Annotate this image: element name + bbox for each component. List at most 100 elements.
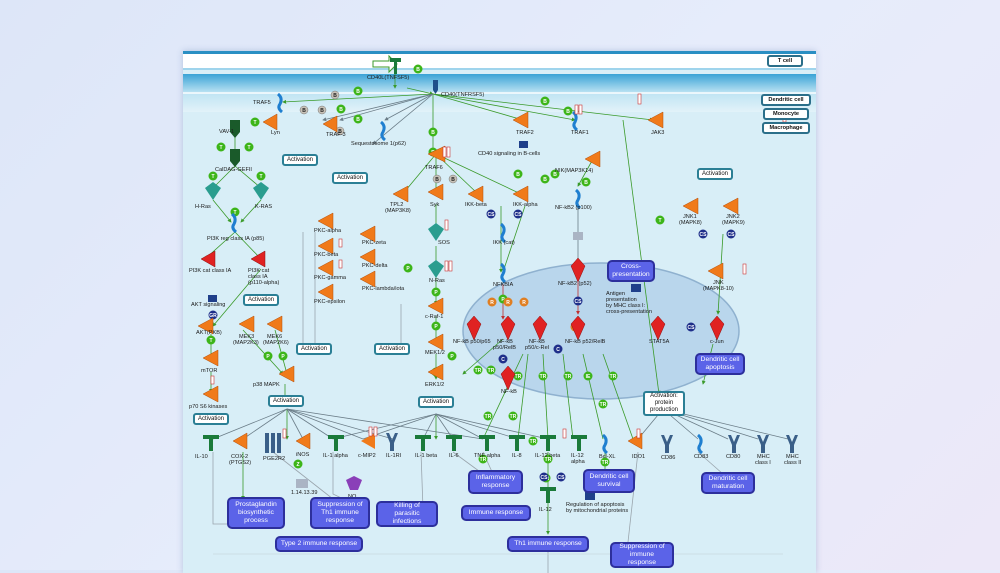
nfkb1-icon [466, 315, 482, 341]
sos-icon [428, 223, 444, 241]
outcome-dc-survival[interactable]: Dendritic cell survival [583, 469, 635, 493]
legend-macrophage: Macrophage [762, 122, 810, 134]
pkc-delta-icon [359, 248, 376, 266]
svg-text:CS: CS [488, 212, 496, 218]
svg-text:T: T [247, 145, 250, 151]
svg-text:MHC: MHC [757, 454, 770, 460]
inos-icon [295, 432, 311, 450]
svg-text:CD40(TNFRSF5): CD40(TNFRSF5) [441, 92, 484, 98]
svg-text:T: T [209, 338, 212, 344]
svg-text:CS: CS [700, 232, 708, 238]
outcome-suppression-th1[interactable]: Suppression of Th1 immune response [310, 497, 370, 529]
mtor-icon [202, 349, 219, 367]
svg-text:CS: CS [515, 212, 523, 218]
svg-text:B: B [333, 93, 337, 99]
svg-text:P: P [501, 297, 505, 303]
svg-text:SOS: SOS [438, 240, 450, 246]
p38-icon [278, 365, 295, 383]
svg-text:TRAF2: TRAF2 [516, 130, 534, 136]
svg-text:P: P [266, 354, 270, 360]
svg-text:(MAP3K8): (MAP3K8) [385, 208, 411, 214]
il10-icon [203, 435, 219, 451]
mek3-icon [238, 315, 255, 333]
outcome-dc-maturation[interactable]: Dendritic cell maturation [701, 472, 755, 494]
svg-text:Antigen: Antigen [606, 291, 625, 297]
outcome-type2[interactable]: Type 2 immune response [275, 536, 363, 552]
t-cell-band [183, 54, 816, 68]
il12-icon [540, 487, 556, 503]
il1b-icon [415, 435, 431, 451]
svg-text:NF-kB: NF-kB [529, 339, 545, 345]
outcome-killing[interactable]: Killing of parasitic infections [376, 501, 438, 527]
svg-text:B: B [543, 99, 547, 105]
svg-text:NFKBIA: NFKBIA [493, 282, 513, 288]
svg-text:TRAF6: TRAF6 [425, 165, 443, 171]
svg-text:TRAF-3: TRAF-3 [326, 132, 346, 138]
svg-text:class I: class I [755, 460, 771, 466]
jnk1-icon [682, 197, 699, 215]
svg-text:CS: CS [541, 475, 549, 481]
kras-icon [253, 182, 269, 200]
svg-text:IKK (cat): IKK (cat) [493, 240, 515, 246]
activation-box: Activation [193, 413, 229, 425]
svg-text:(MAPK9): (MAPK9) [722, 220, 745, 226]
cd83-icon [696, 433, 703, 455]
il12b-icon [540, 435, 556, 451]
svg-text:mTOR: mTOR [201, 368, 217, 374]
traf3-icon [322, 115, 338, 133]
svg-text:PI3K cat: PI3K cat [248, 268, 270, 274]
svg-text:B: B [356, 117, 360, 123]
svg-text:B: B [431, 130, 435, 136]
svg-text:TRAF5: TRAF5 [253, 100, 271, 106]
svg-text:by MHC class I:: by MHC class I: [606, 303, 646, 309]
outcome-inflammatory[interactable]: Inflammatory response [468, 470, 523, 494]
svg-text:CD40L(TNFSF5): CD40L(TNFSF5) [367, 75, 409, 81]
svg-text:IL-12 beta: IL-12 beta [535, 453, 561, 459]
pge-icon [265, 433, 281, 453]
il1ri-icon [386, 433, 398, 451]
svg-text:PKC-alpha: PKC-alpha [314, 228, 342, 234]
svg-text:by mitochondrial proteins: by mitochondrial proteins [566, 508, 628, 514]
outcome-prostaglandin[interactable]: Prostaglandin biosynthetic process [227, 497, 285, 529]
outcome-cross-presentation[interactable]: Cross-presentation [607, 260, 655, 282]
activation-protein-production: Activation: protein production [643, 391, 685, 416]
svg-text:JNK2: JNK2 [726, 214, 740, 220]
antigen-icon [631, 284, 641, 292]
outcome-dc-apoptosis[interactable]: Dendritic cell apoptosis [695, 353, 745, 375]
pi3kreg-icon [230, 212, 237, 234]
outcome-suppression-immune[interactable]: Suppression of immune response [610, 542, 674, 568]
svg-text:p38 MAPK: p38 MAPK [253, 382, 280, 388]
akt-sig-icon [208, 295, 217, 302]
apop-icon [585, 492, 595, 500]
node-labels: CD40L(TNFSF5) CD40(TNFRSF5) TRAF5 Lyn TR… [189, 75, 802, 514]
outcome-immune[interactable]: Immune response [461, 505, 531, 521]
svg-text:PKC-delta: PKC-delta [362, 263, 388, 269]
mhc1-icon [757, 435, 769, 453]
outcome-th1[interactable]: Th1 immune response [507, 536, 589, 552]
cd40l-receptor-icon [390, 58, 401, 74]
svg-text:P: P [406, 266, 410, 272]
svg-text:cross-presentation: cross-presentation [606, 309, 652, 315]
svg-text:TR: TR [480, 457, 487, 463]
cd86-icon [661, 435, 673, 453]
svg-text:CD80: CD80 [726, 454, 740, 460]
pkc-epsilon-icon [317, 283, 334, 301]
svg-text:IE: IE [586, 374, 591, 380]
cd40-receptor-icon [433, 80, 438, 94]
no-icon [346, 476, 362, 490]
svg-text:PI3K reg class IA (p85): PI3K reg class IA (p85) [207, 236, 264, 242]
svg-text:MEK6: MEK6 [267, 334, 282, 340]
svg-text:B: B [543, 177, 547, 183]
p100-proc-icon [573, 232, 583, 240]
bclxl-icon [601, 433, 608, 455]
svg-text:N-Ras: N-Ras [429, 278, 445, 284]
svg-text:PKC-zeta: PKC-zeta [362, 240, 387, 246]
mek6-icon [266, 315, 283, 333]
svg-text:(MAPK8-10): (MAPK8-10) [703, 286, 734, 292]
svg-text:NF-kB2 (p52): NF-kB2 (p52) [558, 281, 592, 287]
svg-text:c-Raf-1: c-Raf-1 [425, 314, 443, 320]
akt-icon [197, 317, 214, 335]
svg-text:NIK(MAP3K14): NIK(MAP3K14) [555, 168, 593, 174]
nik-icon [584, 150, 601, 168]
svg-text:Z: Z [296, 462, 299, 468]
